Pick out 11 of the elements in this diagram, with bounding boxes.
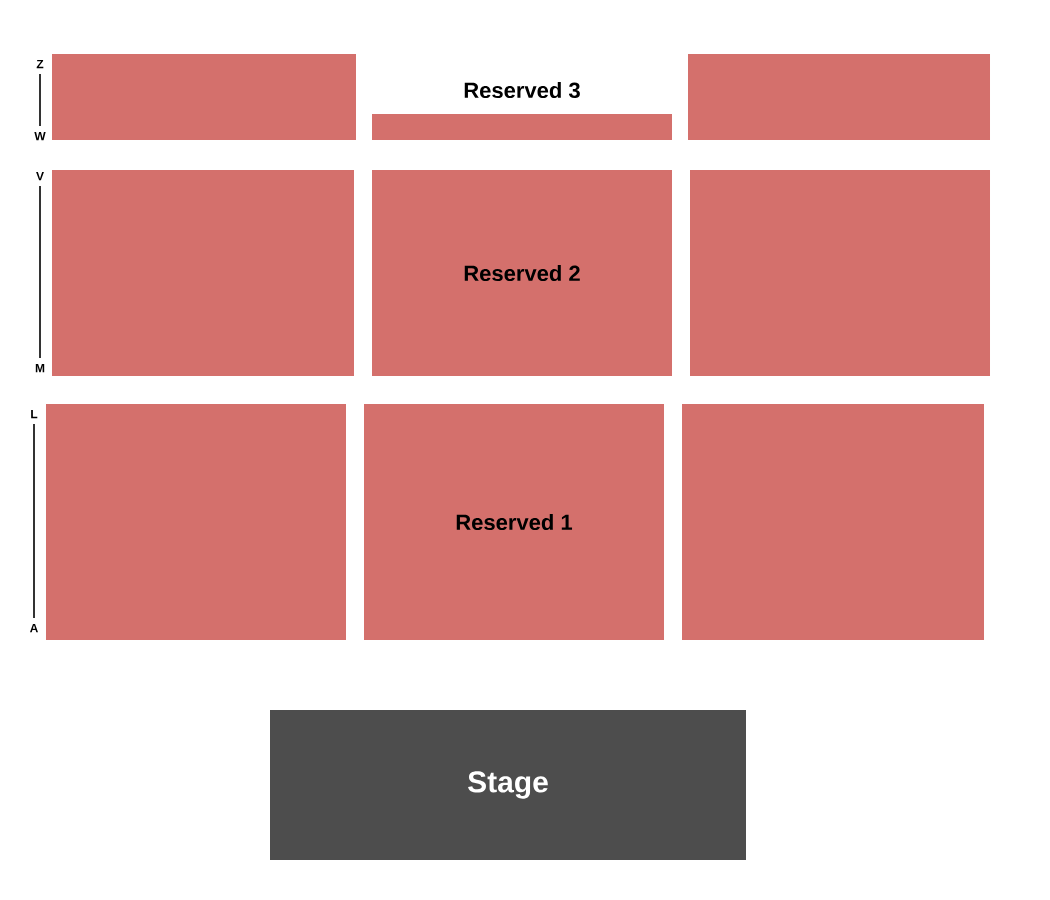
seating-section: [688, 54, 990, 140]
seating-section: [690, 170, 990, 376]
seating-section: Reserved 1: [364, 404, 664, 640]
seating-section: [46, 404, 346, 640]
node-label: Reserved 3: [464, 81, 580, 99]
seating-section: [52, 170, 354, 376]
seating-section: Reserved 3: [372, 81, 672, 140]
seating-section: [52, 54, 356, 140]
stage: Stage: [270, 710, 746, 860]
seating-section: Reserved 2: [372, 170, 672, 376]
seating-section: [682, 404, 984, 640]
